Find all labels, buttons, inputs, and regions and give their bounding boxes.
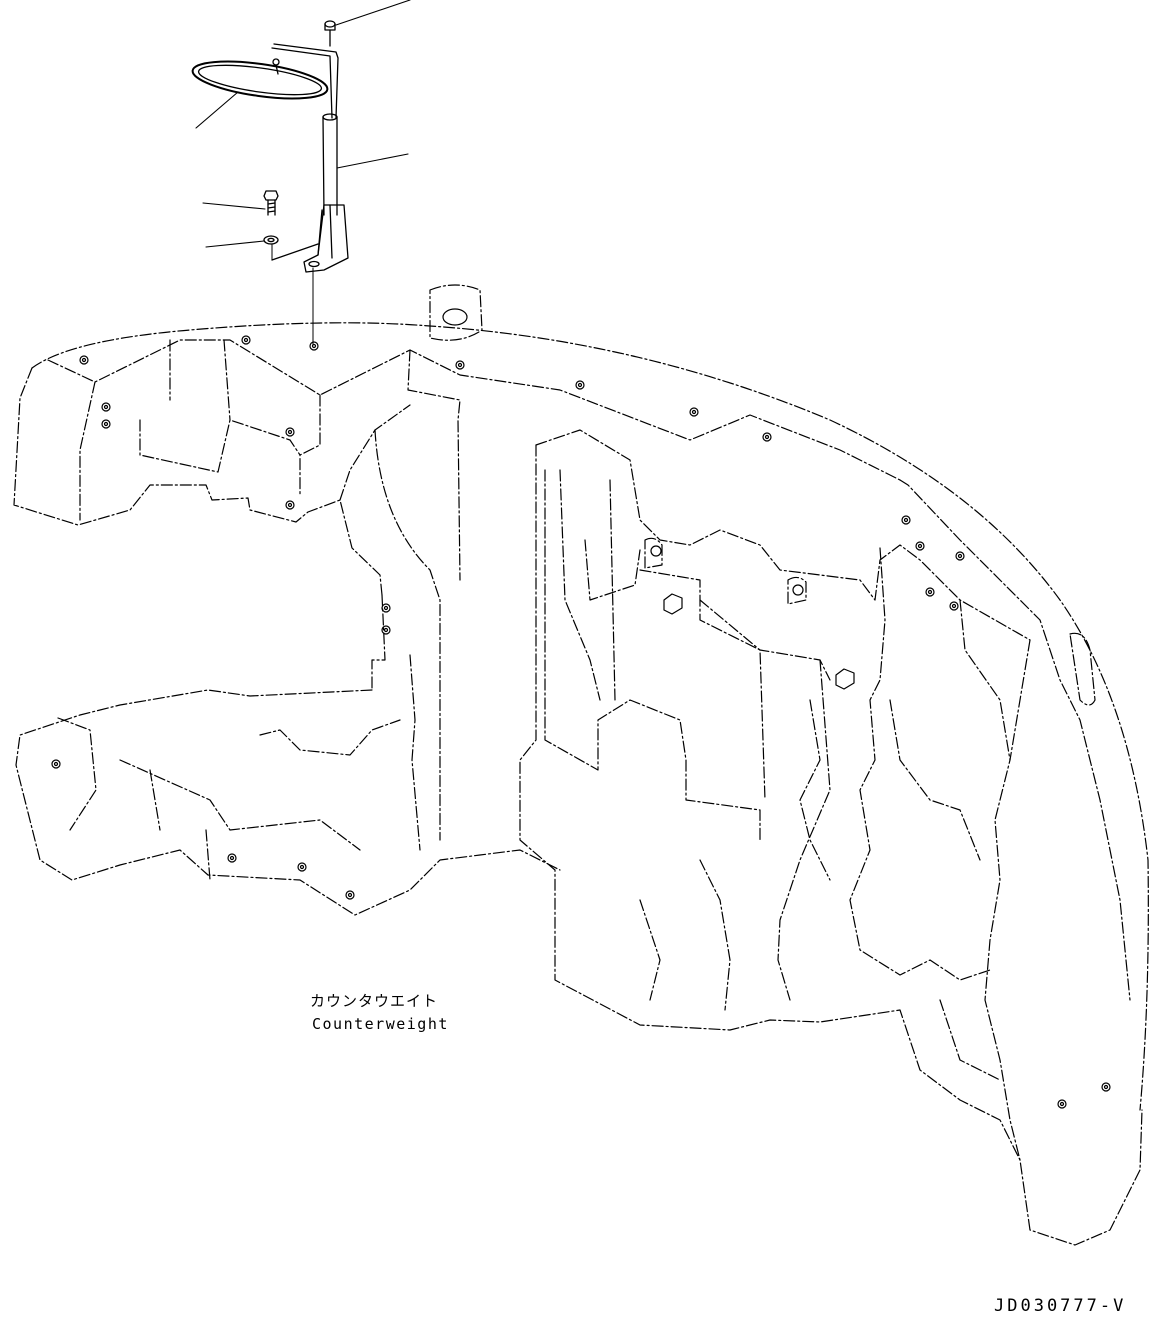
mirror-glass — [191, 60, 329, 100]
leader-lines — [195, 0, 411, 248]
counterweight-outline — [13, 284, 1149, 1246]
part-label-english: Counterweight — [312, 1015, 449, 1033]
mirror-assembly — [191, 20, 349, 346]
washer — [263, 235, 319, 261]
top-bolt — [324, 20, 336, 47]
drawing-number: JD030777-V — [994, 1296, 1127, 1316]
bolt — [263, 190, 279, 216]
part-label-japanese: カウンタウエイト — [310, 992, 439, 1010]
mirror-arm — [271, 43, 339, 119]
mirror-stay — [303, 113, 349, 346]
counterweight-bolts — [51, 308, 1111, 1109]
